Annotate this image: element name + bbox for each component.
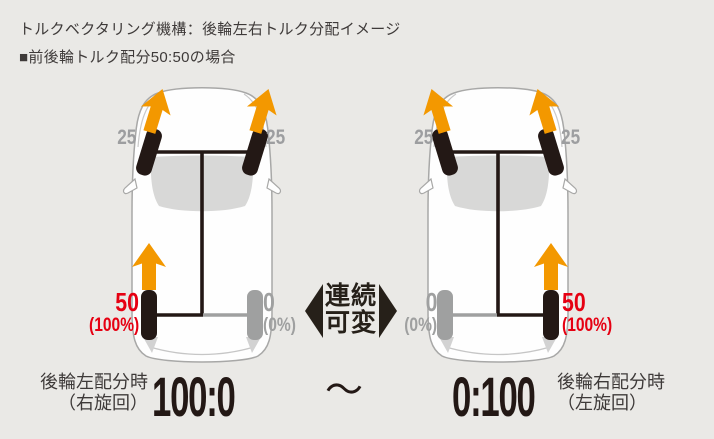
arrowhead-left-icon [305, 284, 323, 338]
left-ratio-value: 100:0 [152, 365, 236, 428]
left-car-front-left-torque-label: 25 [116, 126, 136, 149]
diagram-subtitle: ■前後輪トルク配分50:50の場合 [19, 49, 236, 66]
arrowhead-right-icon [379, 284, 397, 338]
continuously-variable-label: 連続 可変 [324, 282, 377, 337]
right-car-front-left-torque-label: 25 [413, 126, 433, 149]
right-ratio-value: 0:100 [452, 365, 536, 428]
left-car-rear-right-torque-label: 0 (0%) [263, 287, 296, 337]
left-car-rear-left-torque-label: 50 (100%) [88, 287, 139, 337]
right-car-rear-left-torque-label: 0 (0%) [404, 287, 437, 337]
left-distribution-caption: 後輪左配分時 （右旋回） [40, 372, 148, 413]
car-diagram-left [121, 82, 286, 364]
range-tilde: 〜 [325, 370, 364, 412]
right-car-front-right-torque-label: 25 [561, 126, 581, 149]
car-diagram-right [414, 82, 579, 364]
right-distribution-caption: 後輪右配分時 （左旋回） [557, 372, 665, 413]
diagram-title: トルクベクタリング機構：後輪左右トルク分配イメージ [19, 21, 401, 38]
left-car-front-right-torque-label: 25 [266, 126, 286, 149]
right-car-rear-right-torque-label: 50 (100%) [562, 287, 613, 337]
